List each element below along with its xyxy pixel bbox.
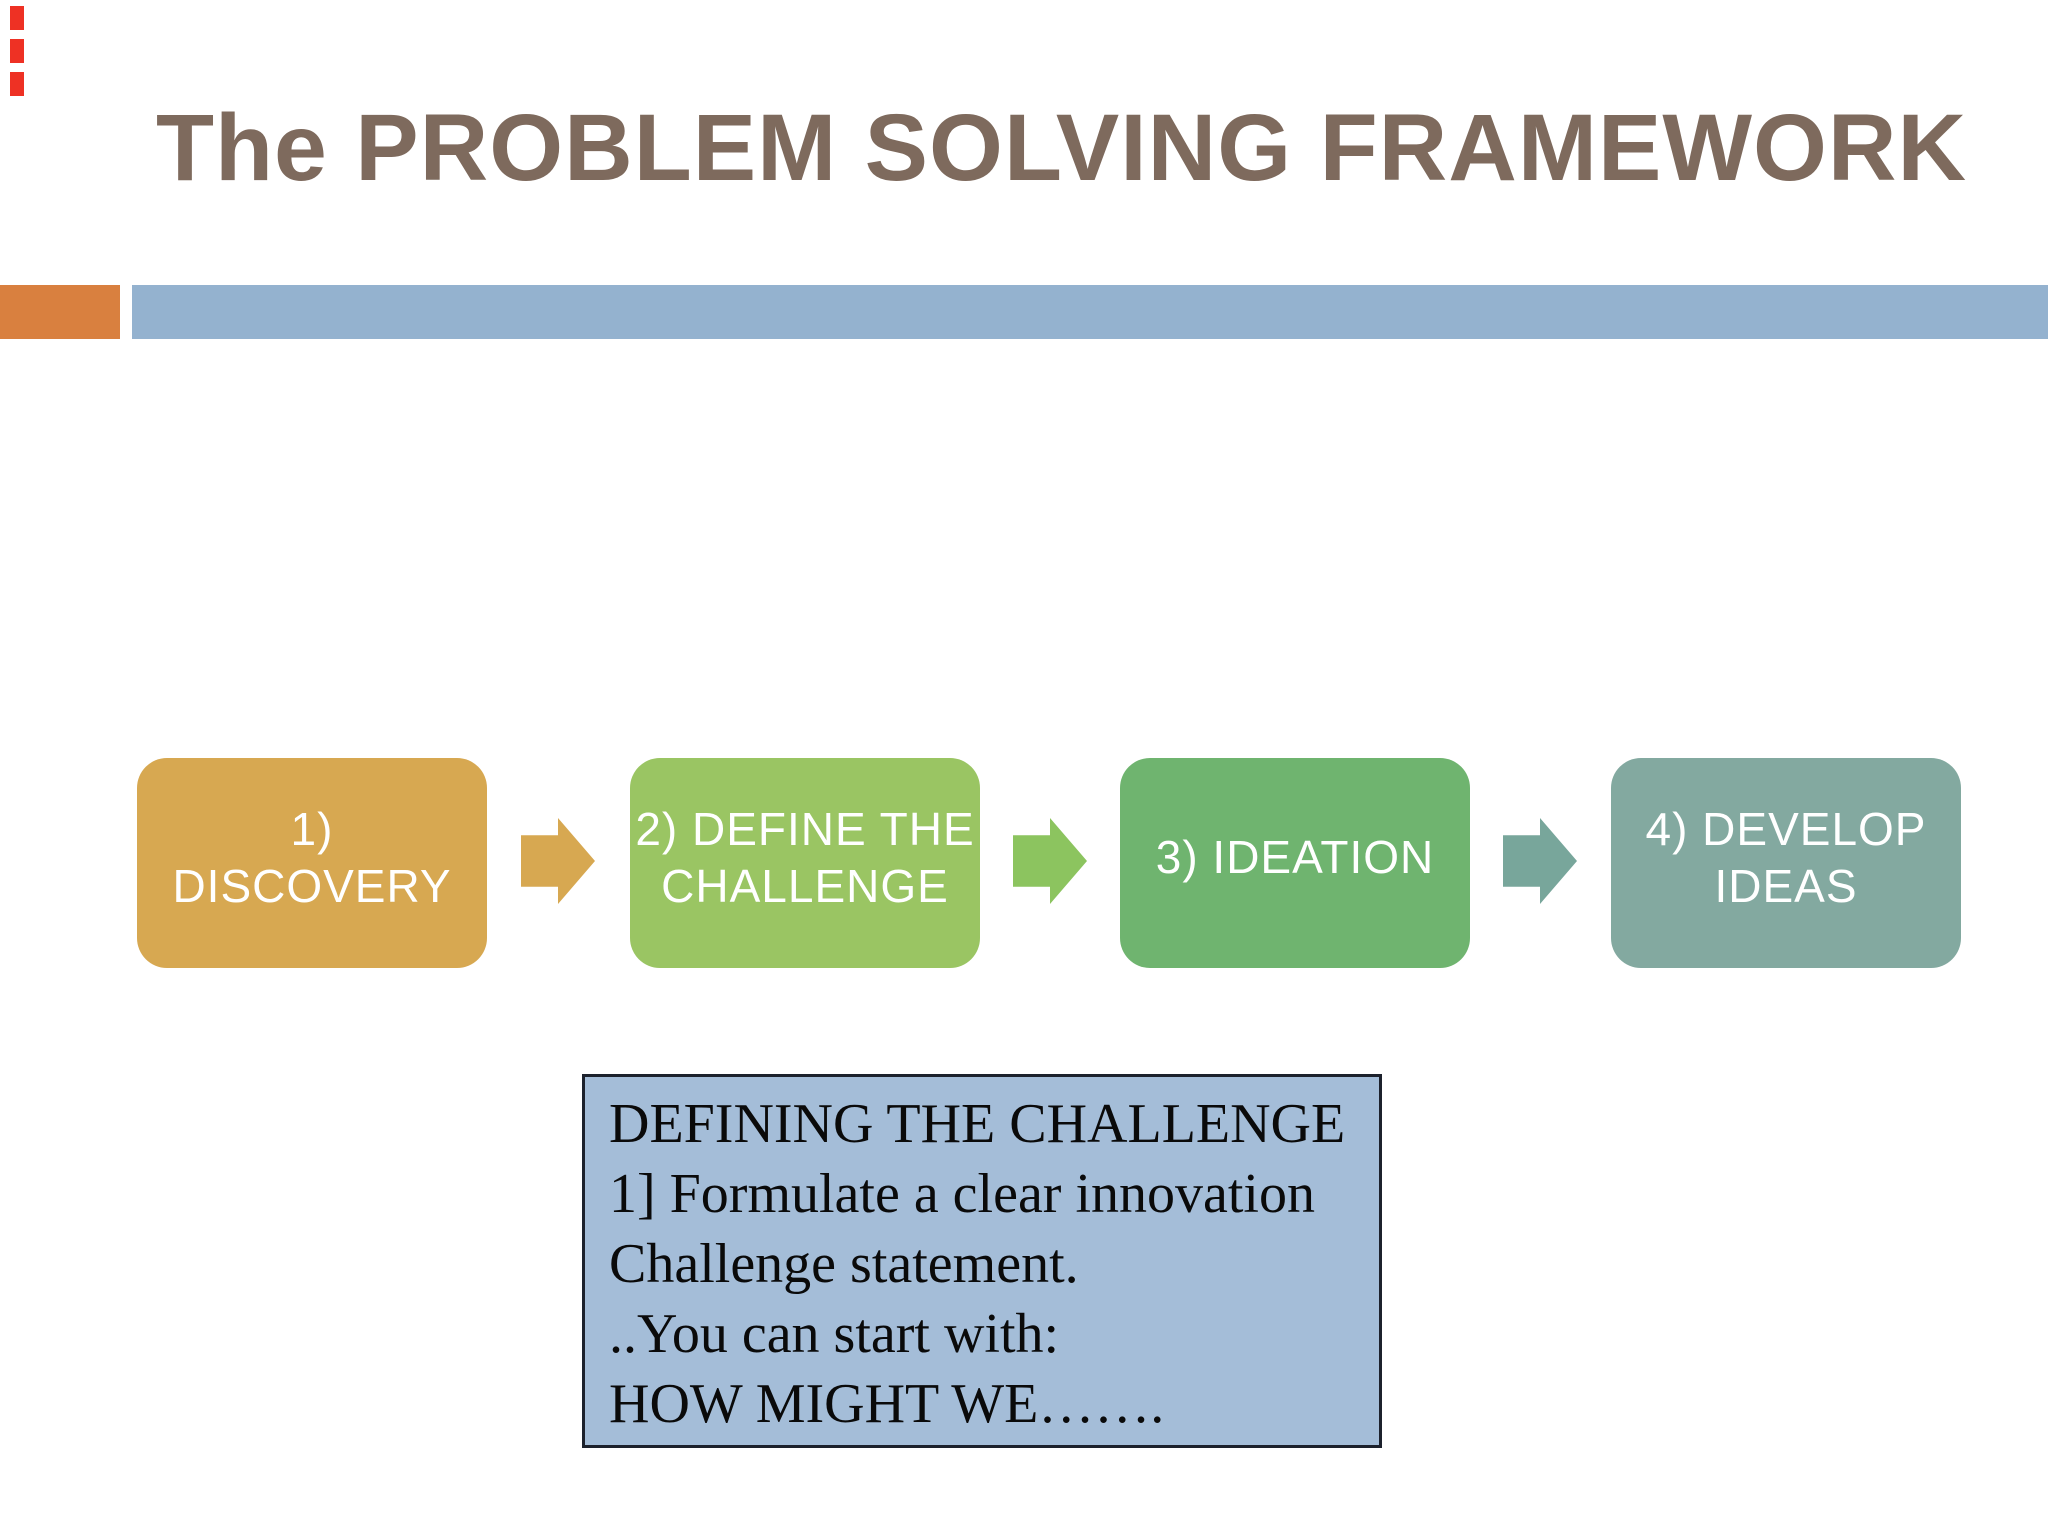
arrow-right-icon [521, 818, 595, 904]
callout-line: ..You can start with: [609, 1303, 1060, 1365]
step-label-line: CHALLENGE [661, 860, 949, 912]
red-dash [10, 6, 24, 30]
accent-bar-blue [132, 285, 2048, 339]
step-label-line: 1) [290, 802, 334, 855]
callout-line: 1] Formulate a clear innovation [609, 1163, 1315, 1225]
step-label-line: 4) DEVELOP [1645, 802, 1927, 855]
arrow-right-icon [1503, 818, 1577, 904]
step-label-line: 2) DEFINE THE [635, 802, 975, 855]
process-step-ideation: 3) IDEATION [1120, 758, 1470, 968]
slide-title: The PROBLEM SOLVING FRAMEWORK [156, 95, 1968, 201]
red-dash-markers [10, 6, 24, 105]
callout-line: Challenge statement. [609, 1233, 1079, 1295]
process-step-develop-ideas: 4) DEVELOP IDEAS [1611, 758, 1961, 968]
step-label-line: DISCOVERY [172, 860, 452, 912]
step-label-line: IDEAS [1714, 860, 1858, 912]
callout-line: DEFINING THE CHALLENGE [609, 1093, 1346, 1155]
red-dash [10, 39, 24, 63]
accent-bar-orange [0, 285, 120, 339]
defining-challenge-textbox: DEFINING THE CHALLENGE 1] Formulate a cl… [582, 1074, 1382, 1448]
step-label-line: 3) IDEATION [1155, 831, 1435, 884]
process-step-define-challenge: 2) DEFINE THE CHALLENGE [630, 758, 980, 968]
callout-line: HOW MIGHT WE……. [609, 1373, 1165, 1435]
red-dash [10, 72, 24, 96]
process-step-discovery: 1) DISCOVERY [137, 758, 487, 968]
arrow-right-icon [1013, 818, 1087, 904]
